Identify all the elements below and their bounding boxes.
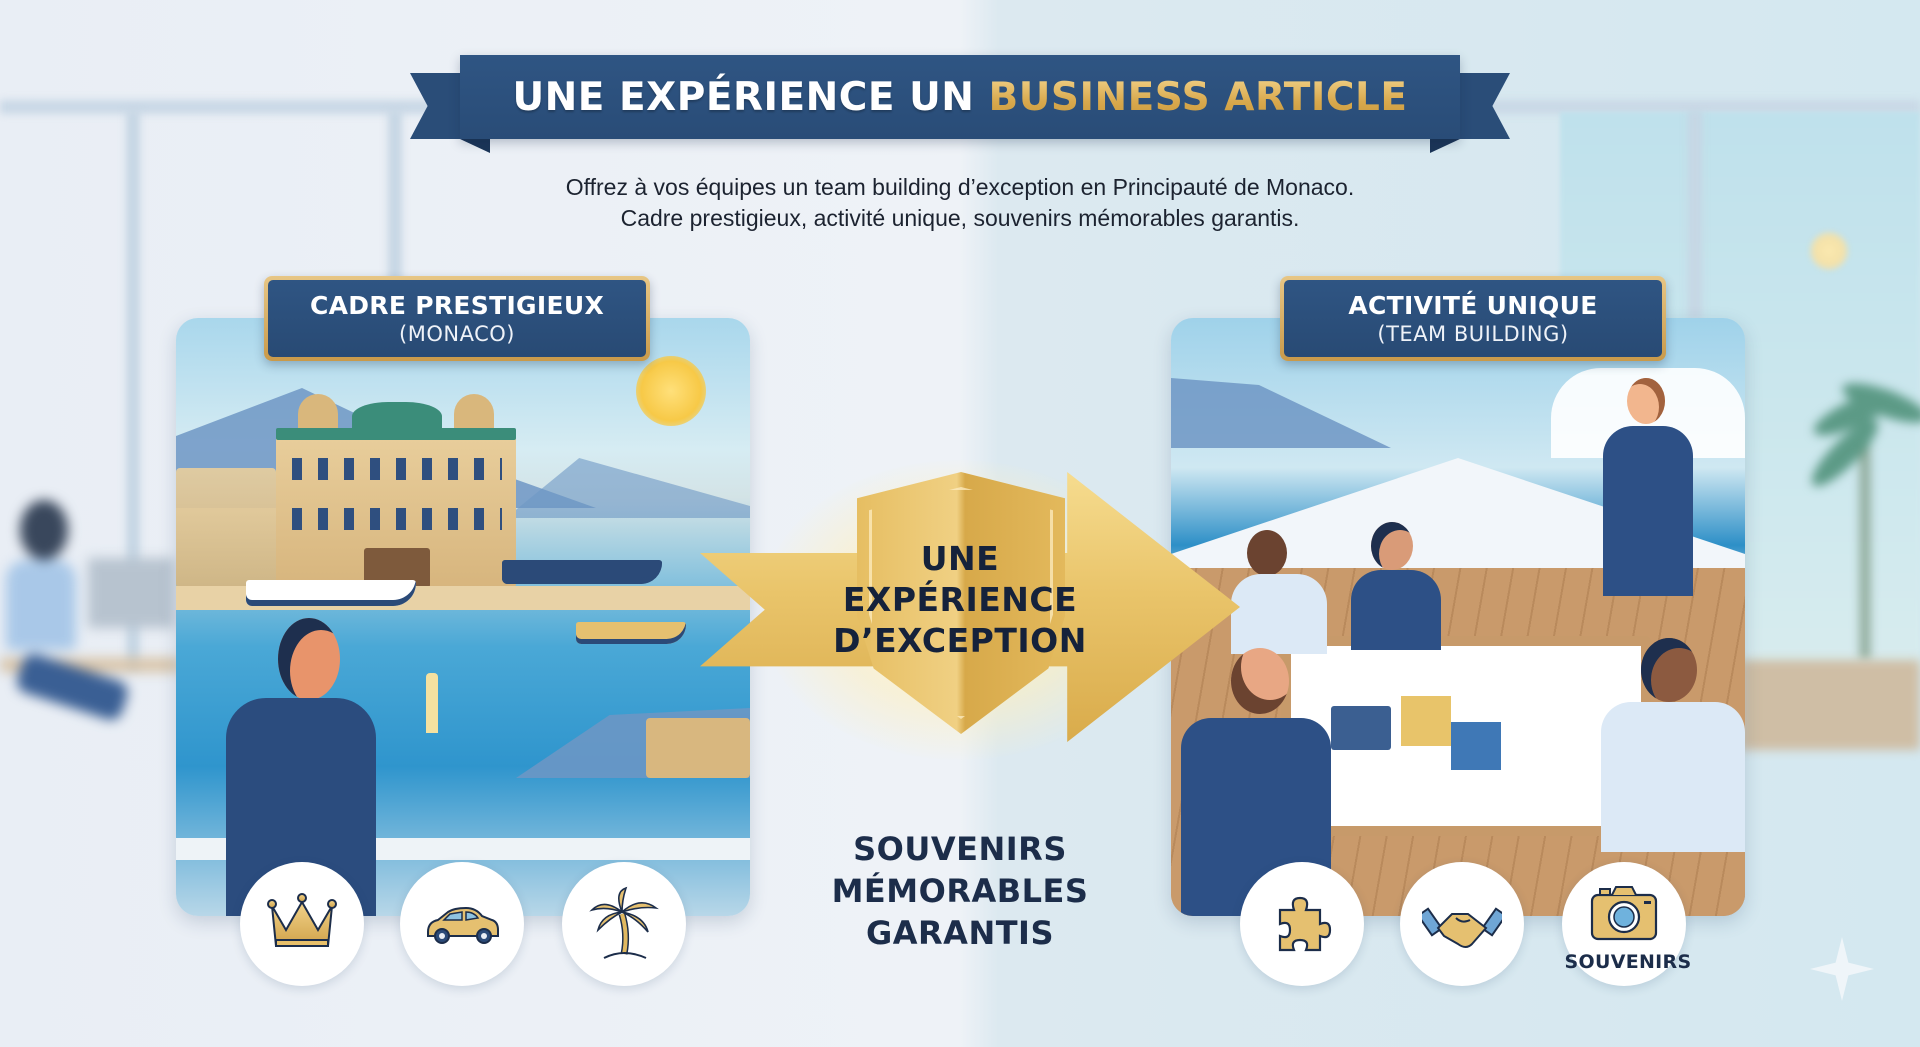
participant-head bbox=[1247, 530, 1287, 576]
monaco-illustration-panel bbox=[176, 318, 750, 916]
label-title: ACTIVITÉ UNIQUE bbox=[1348, 290, 1598, 320]
background-office-worker bbox=[0, 490, 180, 780]
palm-tree-icon bbox=[589, 886, 659, 959]
title-ribbon: UNE EXPÉRIENCE UN BUSINESS ARTICLE bbox=[410, 55, 1510, 155]
shield-line-2: EXPÉRIENCE bbox=[842, 580, 1078, 619]
window-mullion bbox=[1688, 110, 1702, 320]
presenter-head bbox=[1627, 378, 1665, 424]
car-badge bbox=[400, 862, 524, 986]
title-accent: BUSINESS ARTICLE bbox=[988, 74, 1408, 120]
label-cadre-prestigieux: CADRE PRESTIGIEUX (MONACO) bbox=[264, 276, 650, 361]
participant bbox=[1351, 570, 1441, 650]
label-subtitle: (TEAM BUILDING) bbox=[1377, 321, 1569, 346]
souvenirs-caption: SOUVENIRS bbox=[1564, 951, 1692, 973]
shield-text: UNE EXPÉRIENCE D’EXCEPTION bbox=[780, 538, 1140, 661]
window-mullion bbox=[126, 110, 140, 670]
meeting-table bbox=[1281, 636, 1651, 836]
side-building bbox=[176, 468, 276, 588]
tagline-line-3: GARANTIS bbox=[866, 914, 1054, 952]
participant bbox=[1231, 574, 1327, 654]
mountains-far bbox=[506, 458, 750, 518]
tagline-line-2: MÉMORABLES bbox=[831, 872, 1089, 910]
village bbox=[646, 718, 750, 778]
window-mullion bbox=[388, 110, 402, 290]
shield-border bbox=[869, 487, 1053, 719]
casino-building bbox=[276, 394, 516, 588]
palm-tree-badge bbox=[562, 862, 686, 986]
background-cabinet bbox=[1740, 660, 1920, 750]
sun-icon bbox=[636, 356, 706, 426]
background-palm-plant bbox=[1800, 360, 1920, 690]
crown-icon bbox=[267, 893, 337, 947]
background-sun bbox=[1810, 232, 1848, 270]
page-title: UNE EXPÉRIENCE UN BUSINESS ARTICLE bbox=[513, 75, 1408, 120]
shield-line-1: UNE bbox=[920, 539, 1000, 578]
participant-head bbox=[1231, 648, 1289, 714]
label-subtitle: (MONACO) bbox=[399, 321, 515, 346]
crown-badge bbox=[240, 862, 364, 986]
subtitle-line-2: Cadre prestigieux, activité unique, souv… bbox=[620, 205, 1300, 231]
shield-line-3: D’EXCEPTION bbox=[833, 621, 1087, 660]
puzzle-icon bbox=[1278, 896, 1332, 952]
team-building-illustration-panel bbox=[1171, 318, 1745, 916]
presenter bbox=[1603, 426, 1693, 596]
souvenirs-tagline: SOUVENIRS MÉMORABLES GARANTIS bbox=[800, 828, 1120, 954]
tagline-line-1: SOUVENIRS bbox=[853, 830, 1067, 868]
yacht-gold bbox=[576, 622, 686, 644]
subtitle: Offrez à vos équipes un team building d’… bbox=[0, 172, 1920, 234]
yacht bbox=[246, 580, 416, 606]
ribbon-fold-left bbox=[460, 139, 490, 153]
yacht-dark bbox=[502, 560, 662, 584]
subtitle-line-1: Offrez à vos équipes un team building d’… bbox=[565, 174, 1355, 200]
handshake-icon bbox=[1422, 907, 1502, 948]
mountains bbox=[1171, 378, 1391, 448]
participant-shirt bbox=[1601, 702, 1745, 852]
man-head bbox=[278, 618, 340, 700]
puzzle-badge bbox=[1240, 862, 1364, 986]
ribbon-fold-right bbox=[1430, 139, 1460, 153]
label-title: CADRE PRESTIGIEUX bbox=[309, 290, 605, 320]
champagne-glass bbox=[426, 673, 438, 733]
car-icon bbox=[427, 906, 499, 944]
participant-head bbox=[1371, 522, 1413, 570]
participant-head bbox=[1641, 638, 1697, 702]
camera-icon bbox=[1590, 886, 1658, 941]
handshake-badge bbox=[1400, 862, 1524, 986]
label-activite-unique: ACTIVITÉ UNIQUE (TEAM BUILDING) bbox=[1280, 276, 1666, 361]
title-main: UNE EXPÉRIENCE UN bbox=[512, 74, 975, 120]
camera-badge bbox=[1562, 862, 1686, 986]
ribbon-body: UNE EXPÉRIENCE UN BUSINESS ARTICLE bbox=[460, 55, 1460, 139]
